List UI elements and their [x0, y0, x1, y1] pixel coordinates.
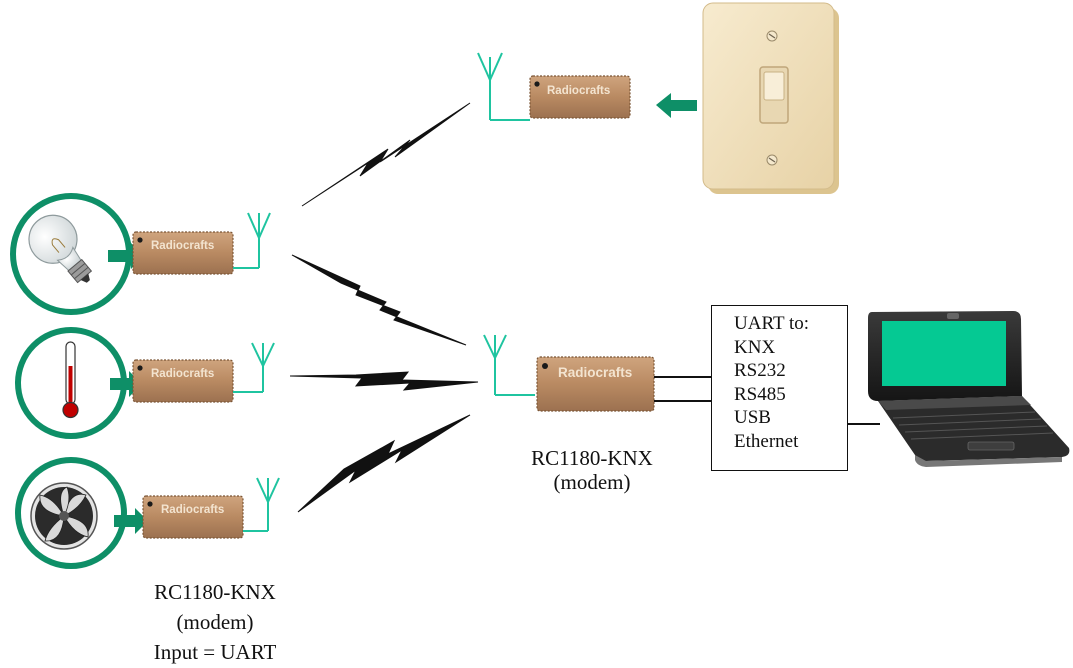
fan-arrow [114, 508, 148, 534]
bulb-modem-brand: Radiocrafts [151, 240, 214, 252]
thermometer-device [15, 327, 127, 439]
fan-modem-brand: Radiocrafts [161, 504, 224, 516]
radio-link-bulb [291, 254, 467, 346]
uart-option-knx: KNX [734, 336, 776, 358]
central-modem-caption: RC1180-KNX (modem) [506, 446, 678, 494]
switch-modem [529, 75, 631, 119]
device-modem-model: RC1180-KNX [154, 580, 276, 604]
bulb-modem-antenna [233, 212, 271, 269]
bulb-modem [132, 231, 234, 275]
uart-box-title: UART to: [734, 313, 810, 334]
thermometer-icon [62, 341, 79, 419]
switch-modem-brand: Radiocrafts [547, 85, 610, 97]
laptop-icon [868, 311, 1070, 467]
fan-modem-antenna [243, 477, 280, 532]
device-modem-role: (modem) [176, 610, 254, 634]
uart-option-ethernet: Ethernet [734, 430, 799, 452]
radio-link-switch [301, 102, 471, 207]
central-modem-model: RC1180-KNX [531, 446, 653, 470]
light-bulb-icon [28, 214, 93, 284]
radio-link-thermometer [289, 371, 479, 391]
light-switch-icon [702, 2, 839, 194]
central-modem-antenna [483, 334, 535, 396]
device-modem-input: Input = UART [153, 640, 277, 664]
fan-device [15, 457, 127, 569]
switch-modem-antenna [477, 52, 530, 121]
device-modem-caption: RC1180-KNX (modem) Input = UART [129, 577, 301, 667]
thermometer-modem-brand: Radiocrafts [151, 368, 214, 380]
central-modem-role: (modem) [553, 470, 631, 494]
radio-link-fan [297, 414, 471, 513]
bulb-device [10, 193, 132, 315]
radio-links [289, 102, 479, 513]
fan-icon [30, 482, 98, 550]
thermometer-modem [132, 359, 234, 403]
central-modem-brand: Radiocrafts [558, 365, 632, 380]
central-modem [536, 356, 655, 412]
serial-wires [654, 376, 880, 425]
thermometer-modem-antenna [233, 342, 275, 393]
uart-interface-box: UART to: KNX RS232 RS485 USB Ethernet [711, 305, 848, 471]
uart-option-rs232: RS232 [734, 360, 786, 381]
switch-arrow [656, 93, 697, 118]
uart-option-rs485: RS485 [734, 383, 786, 405]
uart-option-usb: USB [734, 407, 771, 428]
fan-modem [142, 495, 244, 539]
